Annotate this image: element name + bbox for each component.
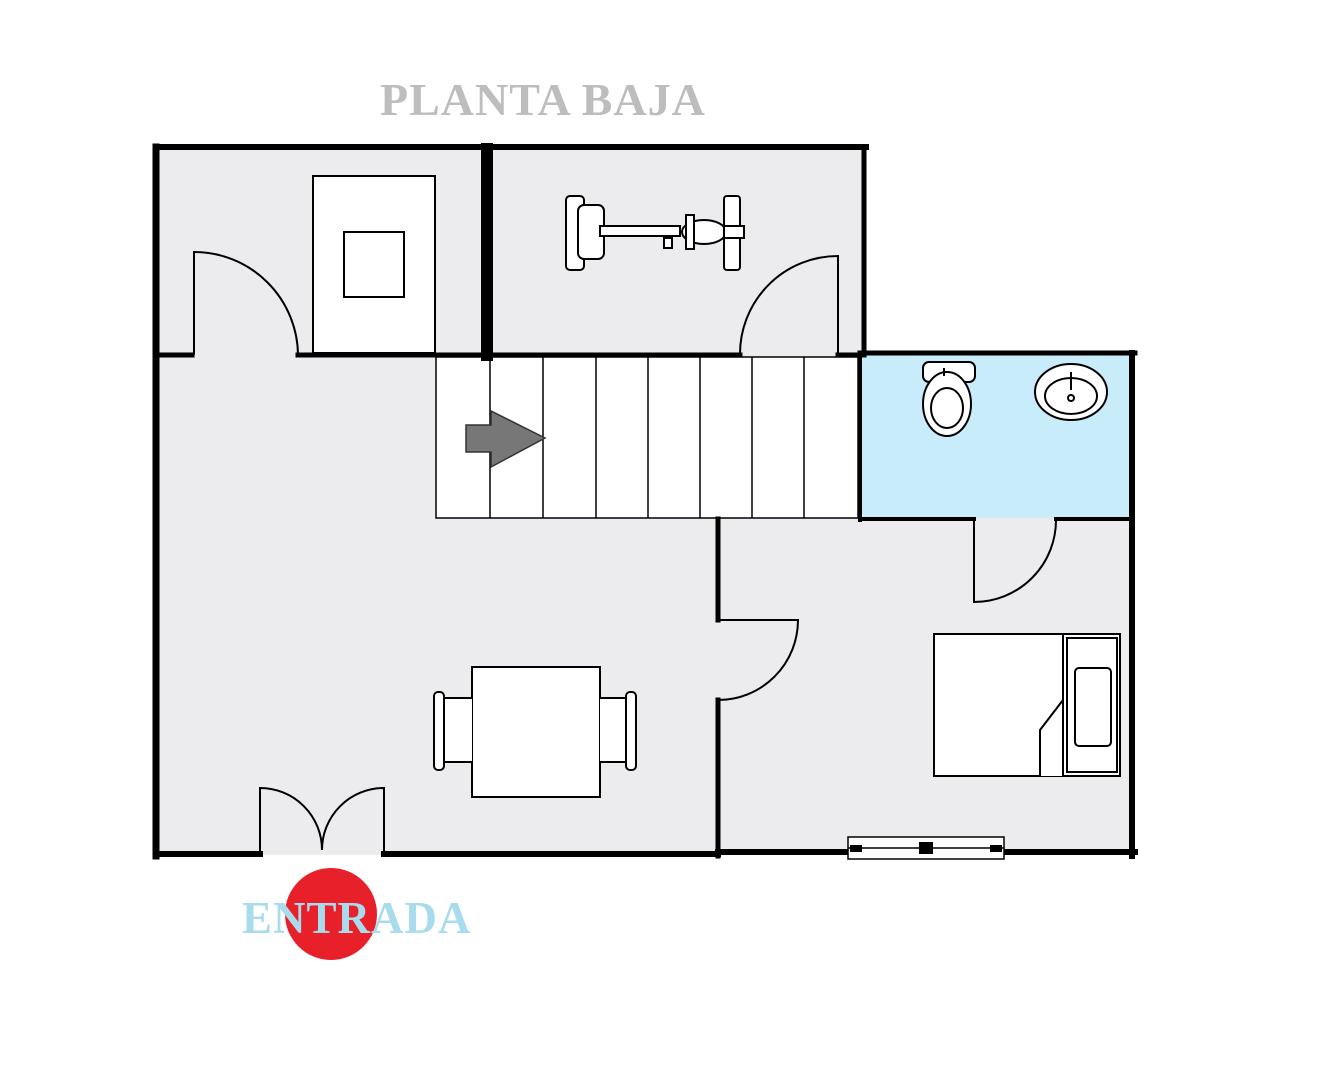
door-entrance-left [259,786,323,854]
boiler-unit-icon [312,175,436,354]
entrance-marker [285,868,377,960]
dining-set [433,666,637,798]
door-storage [193,250,299,356]
staircase [435,356,859,519]
walls [152,143,1138,860]
toilet-icon [922,361,976,437]
door-bathroom [973,518,1058,604]
dining-table-icon [471,666,601,798]
doors [193,250,1058,854]
page-title: PLANTA BAJA [380,74,706,125]
double-bed-icon [933,633,1121,777]
stair-arrow-icon [465,409,547,469]
door-entrance-right [321,786,385,854]
entrance-label: ENTRADA [242,893,472,943]
window-icon [847,836,1005,860]
door-bedroom [717,619,800,701]
sink-icon [1034,363,1108,421]
door-gym [738,254,839,356]
chair-icon [433,691,472,771]
chair-icon [600,691,637,771]
exercise-bike-icon [565,195,745,271]
